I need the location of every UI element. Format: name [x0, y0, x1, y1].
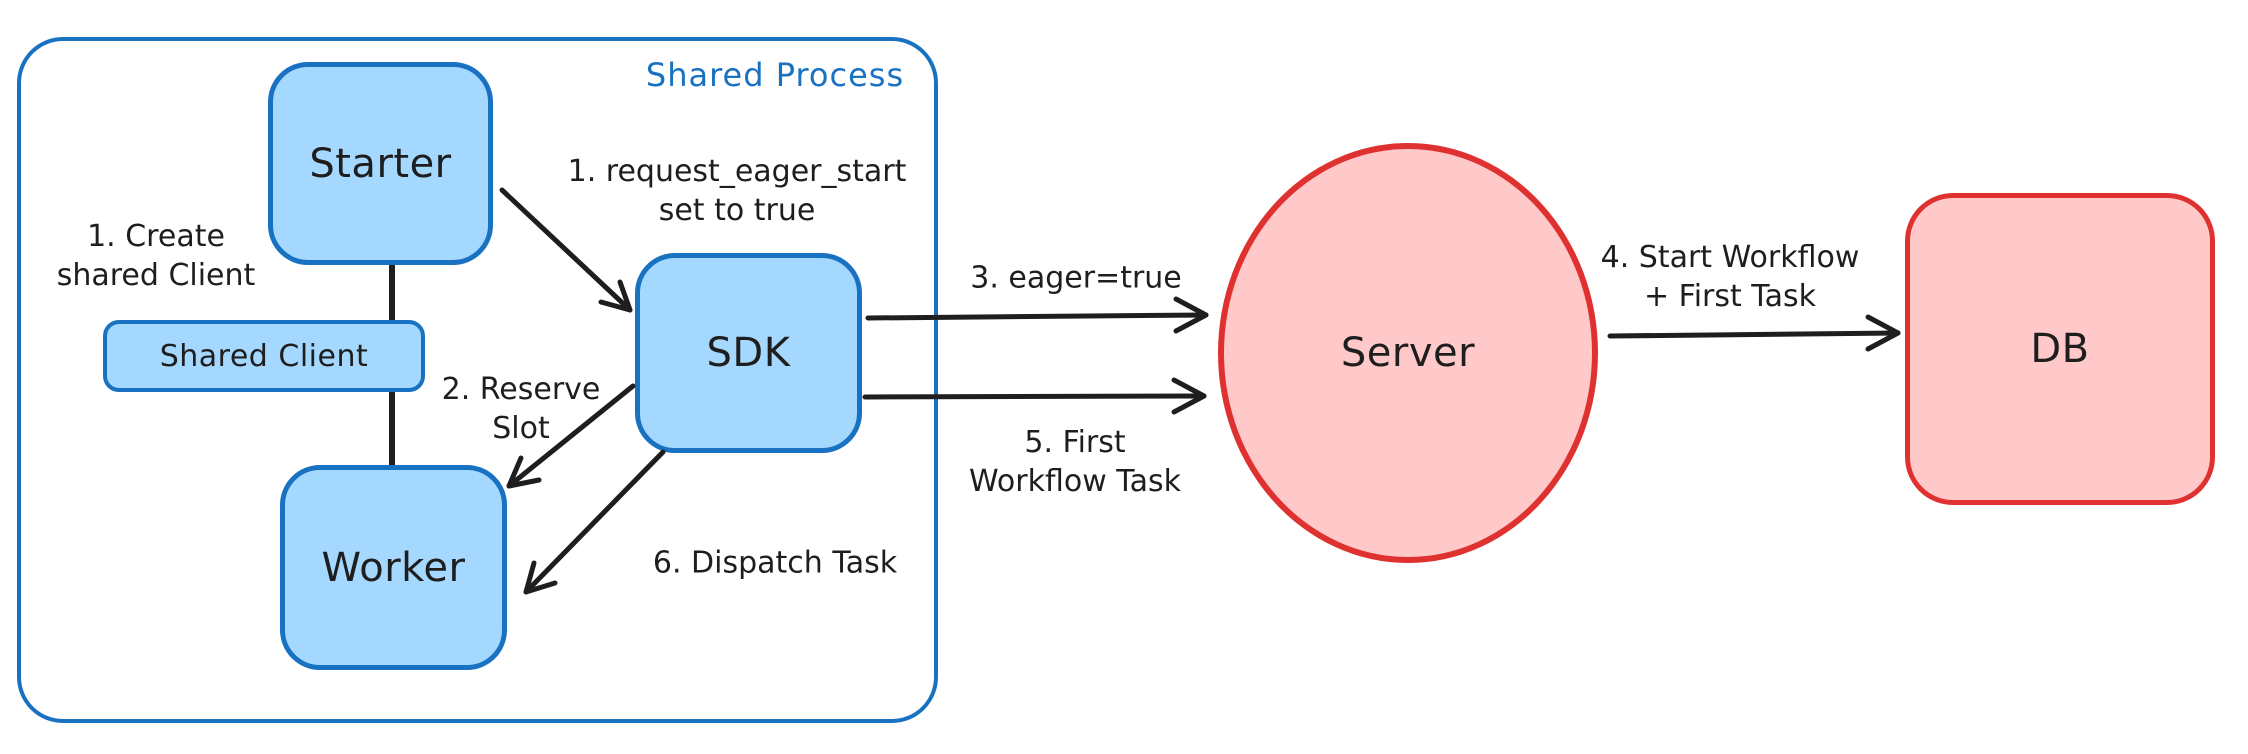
- server-node: Server: [1218, 143, 1598, 563]
- worker-node-label: Worker: [321, 544, 466, 591]
- annotation-create-shared-client: 1. Create shared Client: [57, 217, 256, 295]
- db-node: DB: [1905, 193, 2215, 505]
- annotation-start-workflow-first-task-line2: + First Task: [1643, 279, 1817, 314]
- shared-client-node-label: Shared Client: [159, 338, 369, 374]
- annotation-request-eager-start-line2: set to true: [658, 193, 816, 228]
- shared-process-title: Shared Process: [645, 56, 905, 94]
- annotation-reserve-slot-line2: Slot: [492, 411, 550, 446]
- server-to-db-arrow: [1607, 314, 1901, 352]
- annotation-start-workflow-first-task-line1: 4. Start Workflow: [1600, 240, 1860, 275]
- annotation-request-eager-start: 1. request_eager_start set to true: [568, 152, 907, 230]
- starter-node: Starter: [268, 62, 493, 265]
- annotation-reserve-slot: 2. Reserve Slot: [442, 370, 601, 448]
- annotation-first-workflow-task: 5. First Workflow Task: [969, 423, 1181, 501]
- starter-node-label: Starter: [309, 140, 452, 187]
- shared-client-node: Shared Client: [103, 320, 425, 392]
- annotation-create-shared-client-line2: shared Client: [56, 258, 256, 293]
- annotation-start-workflow-first-task: 4. Start Workflow + First Task: [1601, 238, 1860, 316]
- annotation-create-shared-client-line1: 1. Create: [87, 219, 225, 254]
- sdk-node: SDK: [635, 253, 862, 453]
- db-node-label: DB: [2030, 326, 2090, 372]
- server-node-label: Server: [1340, 330, 1476, 376]
- annotation-dispatch-task: 6. Dispatch Task: [652, 545, 898, 581]
- annotation-first-workflow-task-line1: 5. First: [1024, 425, 1126, 460]
- annotation-request-eager-start-line1: 1. request_eager_start: [567, 154, 907, 189]
- shared-process-container: [17, 37, 938, 723]
- annotation-reserve-slot-line1: 2. Reserve: [441, 372, 601, 407]
- worker-node: Worker: [280, 465, 507, 670]
- annotation-eager-true: 3. eager=true: [970, 260, 1182, 296]
- annotation-first-workflow-task-line2: Workflow Task: [968, 464, 1182, 499]
- sdk-node-label: SDK: [706, 330, 791, 376]
